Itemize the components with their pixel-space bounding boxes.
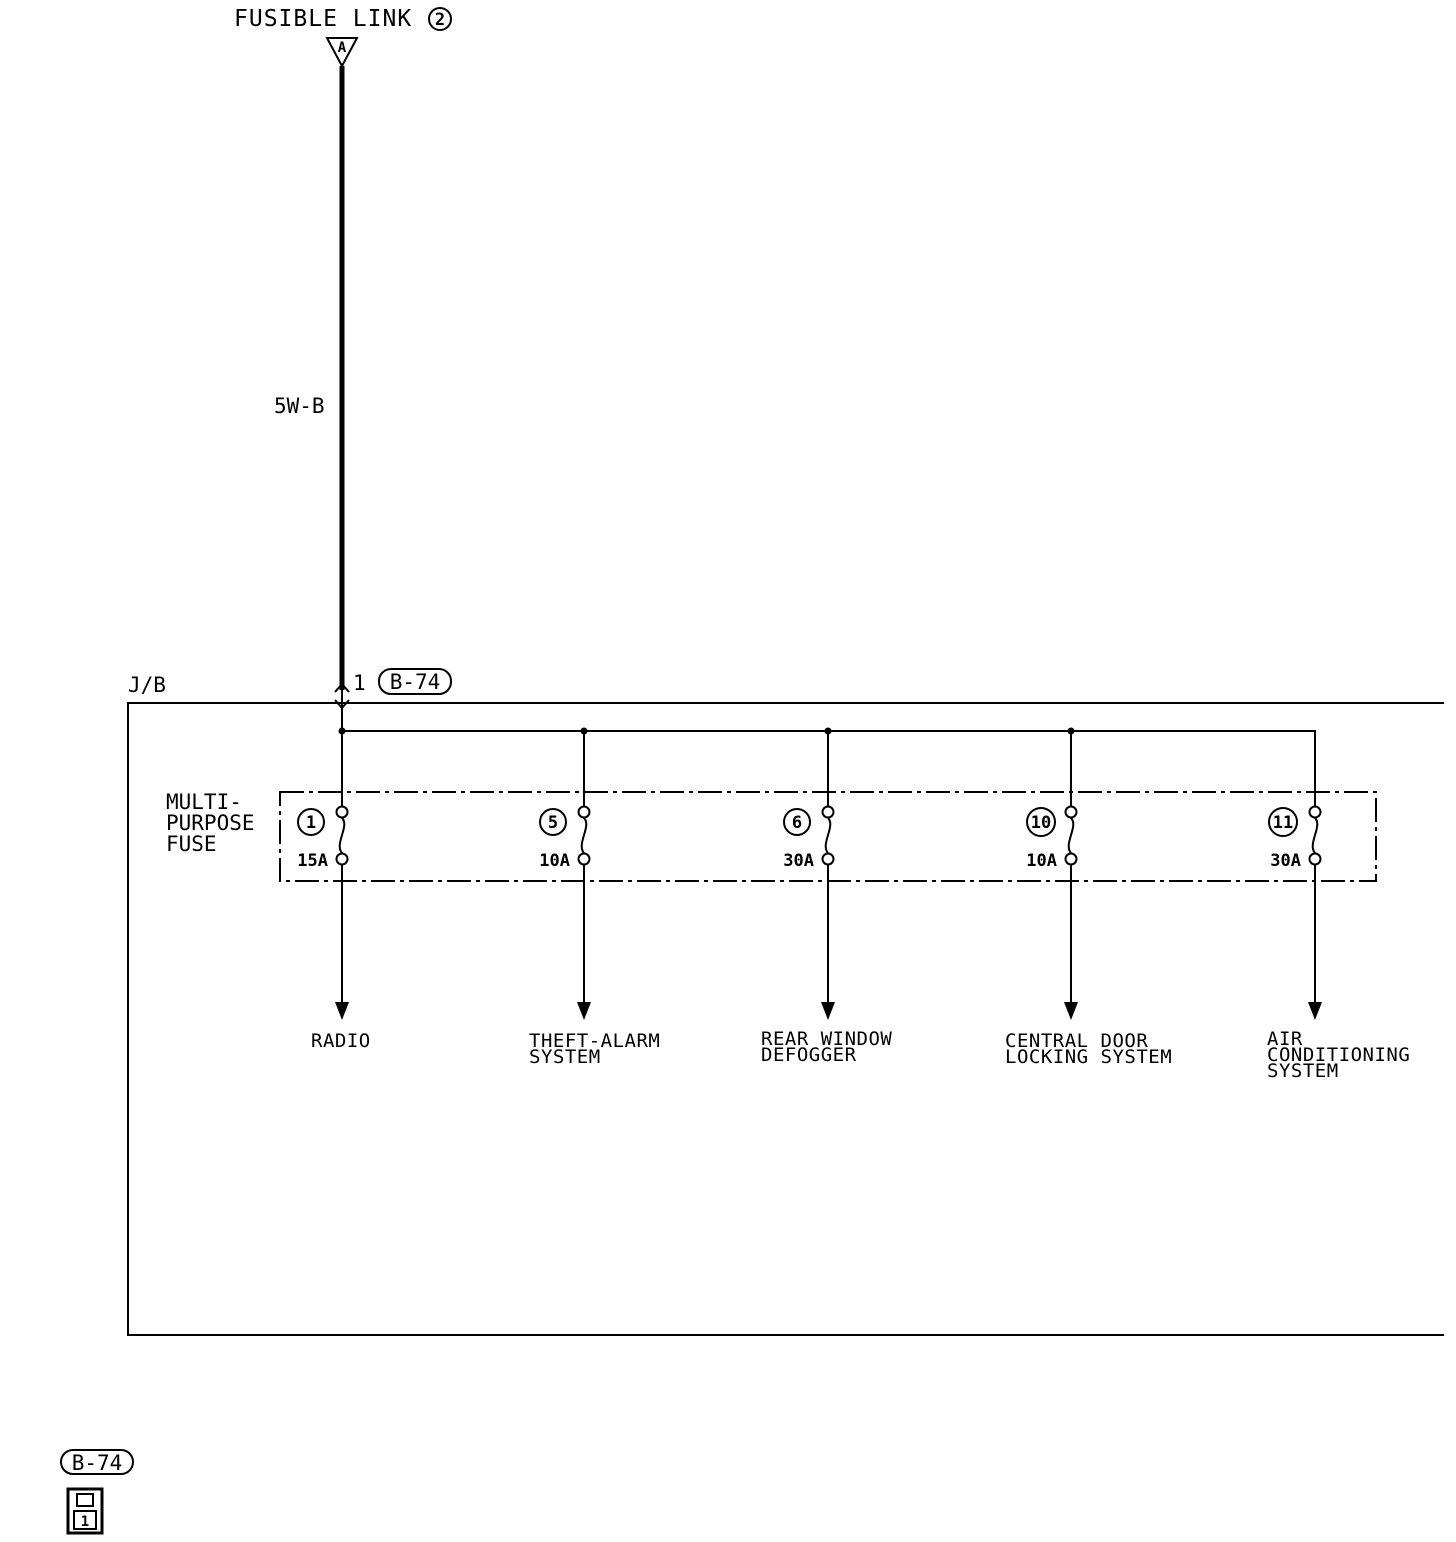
destination-line-1: THEFT-ALARM <box>529 1030 660 1052</box>
fuse-number: 1 <box>306 813 316 833</box>
destination-line-1: RADIO <box>311 1030 371 1052</box>
connector-legend: B-74 1 <box>60 1449 134 1535</box>
destination-line-1: REAR WINDOW <box>761 1028 892 1050</box>
fuse-terminal-top <box>1308 805 1322 819</box>
fuse-terminal-top <box>577 805 591 819</box>
junction-block: J/B <box>127 673 1444 1336</box>
fuse-terminal-top <box>821 805 835 819</box>
fuse-number: 10 <box>1031 813 1051 833</box>
multi-purpose-fuse-block: MULTI- PURPOSE FUSE <box>166 790 1377 882</box>
fusible-link-number-circle <box>428 7 452 31</box>
destination-line-1: AIR <box>1267 1028 1303 1050</box>
fuse-block-label-line-1: MULTI- <box>166 790 242 814</box>
fusible-link-label: FUSIBLE LINK <box>234 6 412 32</box>
fuse-terminal-top <box>335 805 349 819</box>
fuse-rating: 15A <box>297 851 328 871</box>
fuse-circuit-10: 10 10A CENTRAL DOOR LOCKING SYSTEM <box>1005 727 1172 1068</box>
destination-line-2: LOCKING SYSTEM <box>1005 1046 1172 1068</box>
fusible-link-number: 2 <box>435 10 445 30</box>
fuse-number-circle <box>1268 807 1298 837</box>
load-arrow <box>1308 1002 1322 1020</box>
fuse-circuit-5: 5 10A THEFT-ALARM SYSTEM <box>529 727 660 1068</box>
legend-connector-label: B-74 <box>72 1451 123 1475</box>
fuse-terminal-bottom <box>821 852 835 866</box>
fuse-block-label-line-2: PURPOSE <box>166 811 255 835</box>
fuse-rating: 30A <box>783 851 814 871</box>
fuse-terminal-bottom <box>1064 852 1078 866</box>
load-arrow <box>821 1002 835 1020</box>
destination-line-2: SYSTEM <box>529 1046 601 1068</box>
fuse-number-circle <box>783 808 811 836</box>
destination-line-2: DEFOGGER <box>761 1044 857 1066</box>
destination-line-3: SYSTEM <box>1267 1060 1339 1082</box>
destination-line-2: CONDITIONING <box>1267 1044 1410 1066</box>
fuse-circuit-1: 1 15A RADIO <box>297 727 371 1052</box>
jb-connector-label: B-74 <box>390 670 441 694</box>
fuse-rating: 30A <box>1270 851 1301 871</box>
wire-code-label: 5W-B <box>274 394 325 418</box>
connector-face-pin: 1 <box>81 1514 89 1530</box>
fuse-element <box>580 817 588 854</box>
load-arrow <box>577 1002 591 1020</box>
jb-pin-number: 1 <box>353 671 366 695</box>
legend-connector-badge <box>60 1449 134 1475</box>
fuse-rating: 10A <box>539 851 570 871</box>
fuse-number-circle <box>539 808 567 836</box>
fuse-element <box>1067 817 1075 854</box>
fuse-element <box>824 817 832 854</box>
jb-outline <box>127 702 1444 1336</box>
fusible-link-source: FUSIBLE LINK 2 A <box>234 6 452 69</box>
destination-line-1: CENTRAL DOOR <box>1005 1030 1148 1052</box>
fuse-terminal-bottom <box>577 852 591 866</box>
fuse-number: 5 <box>548 813 558 833</box>
fuse-rating: 10A <box>1026 851 1057 871</box>
fuse-number: 6 <box>792 813 802 833</box>
jb-label: J/B <box>128 673 166 697</box>
fuse-feed-wire <box>1311 730 1316 806</box>
jb-connector-badge <box>378 668 452 695</box>
fuse-number-circle <box>1026 807 1056 837</box>
load-arrow <box>1064 1002 1078 1020</box>
fuse-number-circle <box>297 808 325 836</box>
load-arrow <box>335 1002 349 1020</box>
fuse-number: 11 <box>1273 813 1293 833</box>
connector-a-triangle <box>325 37 359 69</box>
fuse-terminal-top <box>1064 805 1078 819</box>
fuse-circuit-6: 6 30A REAR WINDOW DEFOGGER <box>761 727 892 1066</box>
connector-a-letter: A <box>338 40 347 56</box>
fuse-block-label-line-3: FUSE <box>166 832 217 856</box>
fuse-terminal-bottom <box>335 852 349 866</box>
fuse-element <box>1311 817 1319 854</box>
connector-face-icon: 1 <box>66 1487 104 1535</box>
fuse-circuit-11: 11 30A AIR CONDITIONING SYSTEM <box>1267 730 1410 1082</box>
fuse-element <box>338 817 346 854</box>
fuse-terminal-bottom <box>1308 852 1322 866</box>
